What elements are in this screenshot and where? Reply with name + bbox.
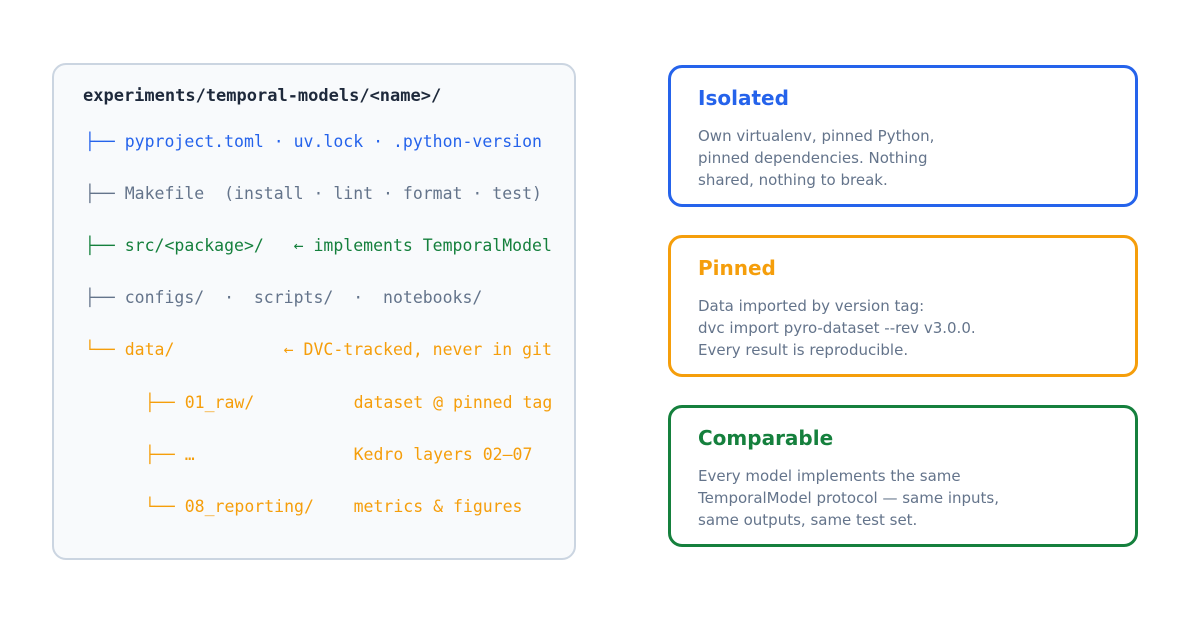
tree-root-path: experiments/temporal-models/<name>/	[83, 86, 442, 106]
tree-line-src-package: ├── src/<package>/ ← implements Temporal…	[85, 236, 552, 255]
card-comparable-line: Every model implements the same	[698, 467, 961, 485]
card-pinned-title: Pinned	[698, 256, 776, 280]
card-comparable-line: same outputs, same test set.	[698, 511, 918, 529]
tree-line-configs: ├── configs/ · scripts/ · notebooks/	[85, 288, 483, 307]
card-pinned: Pinned Data imported by version tag: dvc…	[668, 235, 1138, 377]
card-comparable-title: Comparable	[698, 426, 834, 450]
tree-line-pyproject: ├── pyproject.toml · uv.lock · .python-v…	[85, 132, 542, 151]
card-comparable: Comparable Every model implements the sa…	[668, 405, 1138, 547]
card-isolated-line: pinned dependencies. Nothing	[698, 149, 928, 167]
tree-line-makefile: ├── Makefile (install · lint · format · …	[85, 184, 542, 203]
card-isolated: Isolated Own virtualenv, pinned Python, …	[668, 65, 1138, 207]
card-comparable-line: TemporalModel protocol — same inputs,	[698, 489, 999, 507]
card-pinned-line: dvc import pyro-dataset --rev v3.0.0.	[698, 319, 976, 337]
tree-line-data: └── data/ ← DVC-tracked, never in git	[85, 340, 552, 359]
card-isolated-title: Isolated	[698, 86, 789, 110]
card-pinned-line: Data imported by version tag:	[698, 297, 925, 315]
tree-line-08-reporting: └── 08_reporting/ metrics & figures	[145, 497, 523, 516]
tree-line-01-raw: ├── 01_raw/ dataset @ pinned tag	[145, 393, 553, 412]
card-pinned-line: Every result is reproducible.	[698, 341, 909, 359]
card-isolated-line: Own virtualenv, pinned Python,	[698, 127, 935, 145]
card-isolated-line: shared, nothing to break.	[698, 171, 888, 189]
directory-tree-panel	[52, 63, 576, 560]
tree-line-kedro-layers: ├── … Kedro layers 02–07	[145, 445, 533, 464]
